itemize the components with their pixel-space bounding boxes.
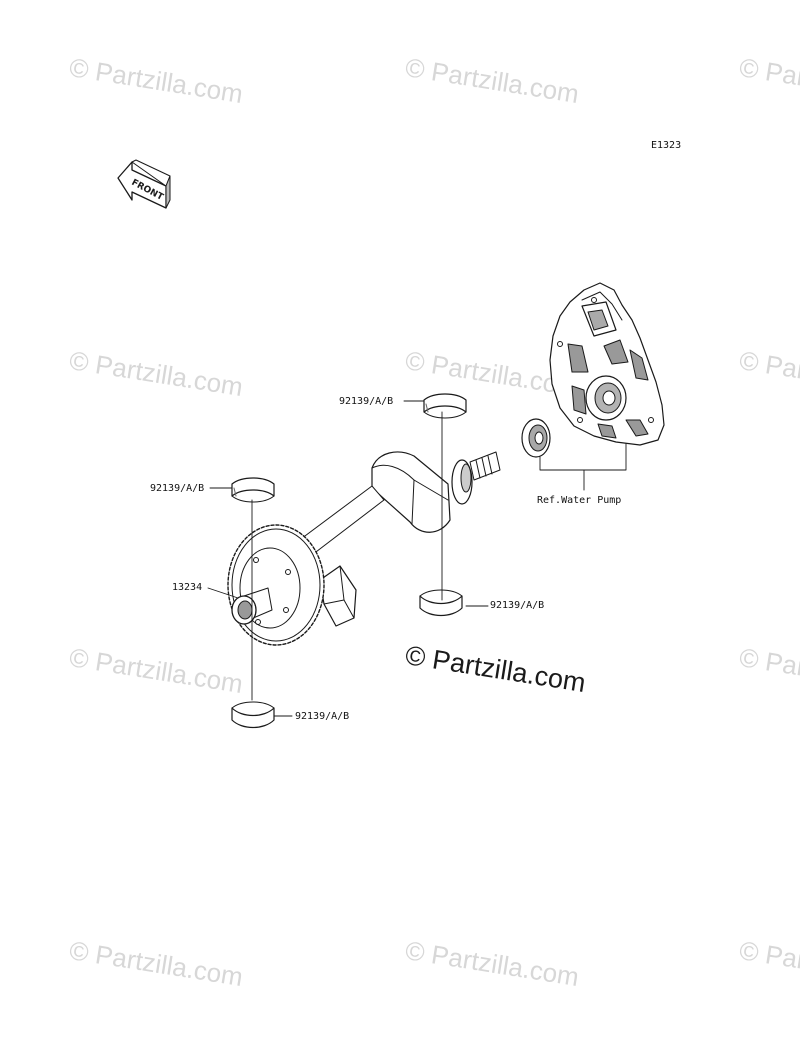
- callout-bearing-upper-left: 92139/A/B: [150, 483, 205, 494]
- bearing-upper-left: [231, 477, 275, 503]
- bearing-lower-left: [231, 701, 275, 729]
- callout-balancer-gear: 13234: [172, 582, 203, 593]
- callout-bearing-upper-right: 92139/A/B: [339, 396, 394, 407]
- callout-bearing-lower-right: 92139/A/B: [490, 600, 545, 611]
- water-pump-cover: [549, 282, 665, 446]
- leader-lines: [207, 400, 627, 717]
- balancer-gear: [227, 524, 325, 646]
- oil-seal: [521, 418, 551, 458]
- callout-water-pump-ref: Ref.Water Pump: [537, 495, 622, 506]
- callout-bearing-lower-left: 92139/A/B: [295, 711, 350, 722]
- bearing-lower-right: [419, 589, 463, 617]
- bearing-upper-right: [423, 393, 467, 419]
- diagram-code: E1323: [651, 140, 682, 151]
- balancer-shaft: [261, 451, 501, 627]
- front-arrow-icon: FRONT: [117, 159, 171, 209]
